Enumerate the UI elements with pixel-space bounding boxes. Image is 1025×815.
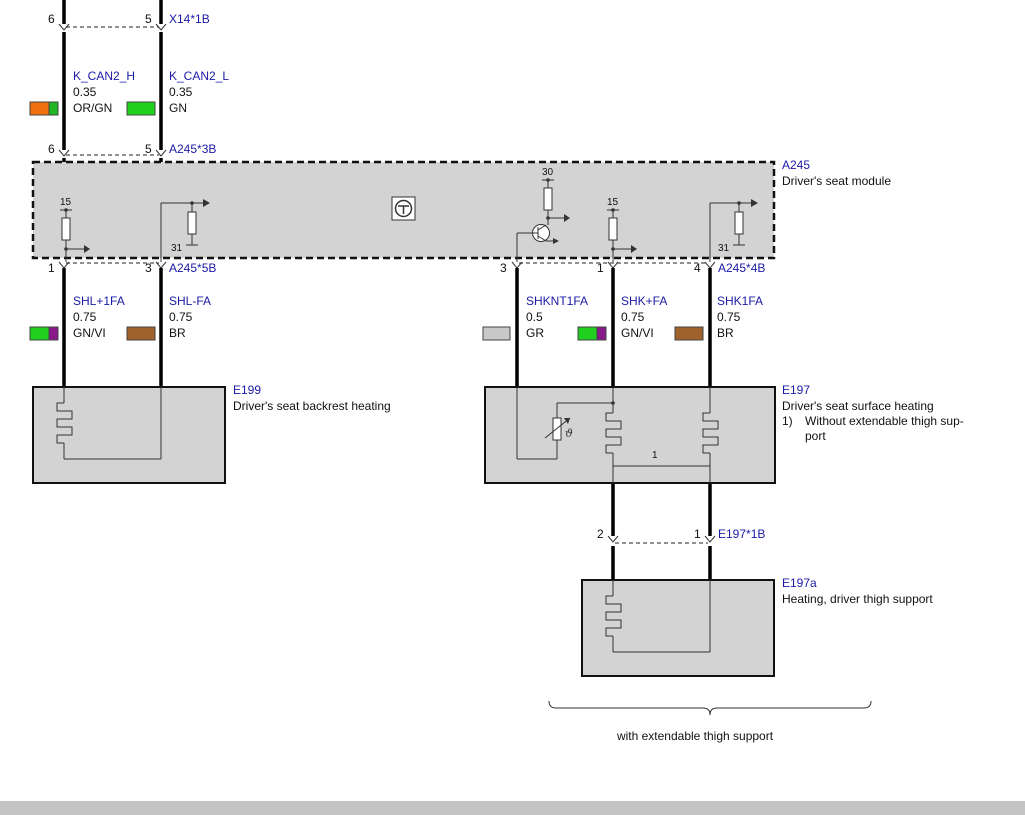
shk-plus-wire-name[interactable]: SHK+FA [621, 294, 667, 308]
a245-3b-pin-5: 5 [145, 142, 152, 156]
can-h-wire-name[interactable]: K_CAN2_H [73, 69, 135, 83]
e197a-heating-element [605, 580, 711, 653]
a245-3b-pin-6: 6 [48, 142, 55, 156]
or-gn-swatch [29, 101, 59, 116]
right-supply-resistor [607, 208, 637, 262]
e197a-component-desc: Heating, driver thigh support [782, 592, 933, 606]
can-l-wire-size: 0.35 [169, 85, 193, 99]
can-l-wire-name[interactable]: K_CAN2_L [169, 69, 229, 83]
v30-label: 30 [542, 167, 554, 178]
x14-connector-label[interactable]: X14*1B [169, 12, 210, 26]
shknt-wire-color: GR [526, 326, 544, 340]
a245-5b-pin-1: 1 [48, 261, 55, 275]
a245-4b-pin-4: 4 [694, 261, 701, 275]
e197-component-box[interactable] [484, 386, 776, 484]
e197a-component-id[interactable]: E197a [782, 576, 817, 590]
x14-pin-5: 5 [145, 12, 152, 26]
thigh-support-wires [607, 484, 716, 579]
left-ground-resistor [160, 199, 210, 262]
shknt-wire-name[interactable]: SHKNT1FA [526, 294, 588, 308]
a245-component-id[interactable]: A245 [782, 158, 810, 172]
shk1-wire-name[interactable]: SHK1FA [717, 294, 763, 308]
e197-component-desc: Driver's seat surface heating [782, 399, 934, 413]
e197-component-id[interactable]: E197 [782, 383, 810, 397]
shk-plus-wire-size: 0.75 [621, 310, 645, 324]
can-h-wire-size: 0.35 [73, 85, 97, 99]
shknt-wire-size: 0.5 [526, 310, 543, 324]
shk-plus-wire-color: GN/VI [621, 326, 654, 340]
a245-3b-connector-label[interactable]: A245*3B [169, 142, 216, 156]
transistor-circuit [516, 178, 570, 262]
e197-note-line2: port [805, 429, 826, 443]
brace-label: with extendable thigh support [616, 729, 774, 743]
bottom-scrollbar[interactable] [0, 801, 1025, 815]
e197-internals [516, 387, 719, 483]
gn-vi-swatch-right [577, 326, 607, 341]
shl-fa-wire-name[interactable]: SHL-FA [169, 294, 211, 308]
e197-1b-pin-1: 1 [694, 527, 701, 541]
right-31-label: 31 [718, 243, 730, 254]
right-15-label: 15 [607, 197, 619, 208]
shk1-wire-size: 0.75 [717, 310, 741, 324]
module-lower-connectors [58, 261, 716, 386]
a245-4b-connector-label[interactable]: A245*4B [718, 261, 765, 275]
right-ground-resistor [709, 199, 758, 262]
a245-5b-connector-label[interactable]: A245*5B [169, 261, 216, 275]
shl-plus-wire-color: GN/VI [73, 326, 106, 340]
can-l-wire-color: GN [169, 101, 187, 115]
a245-4b-pin-3: 3 [500, 261, 507, 275]
e197-1b-connector-label[interactable]: E197*1B [718, 527, 765, 541]
gn-swatch [126, 101, 156, 116]
e197-note-line1: Without extendable thigh sup- [805, 414, 964, 428]
e197-note-number: 1) [782, 414, 793, 428]
shl-plus-wire-size: 0.75 [73, 310, 97, 324]
thigh-support-brace [548, 700, 872, 716]
br-swatch-right [674, 326, 704, 341]
a245-component-desc: Driver's seat module [782, 174, 891, 188]
gr-swatch [482, 326, 511, 341]
left-31-label: 31 [171, 243, 183, 254]
e197-footnote-ref: 1 [652, 450, 658, 461]
br-swatch-left [126, 326, 156, 341]
x14-pin-6: 6 [48, 12, 55, 26]
e197-1b-pin-2: 2 [597, 527, 604, 541]
gn-vi-swatch-left [29, 326, 59, 341]
e199-component-desc: Driver's seat backrest heating [233, 399, 391, 413]
theta-symbol: ϑ [565, 427, 573, 440]
shk1-wire-color: BR [717, 326, 734, 340]
left-15-label: 15 [60, 197, 72, 208]
a245-5b-pin-3: 3 [145, 261, 152, 275]
e199-component-id[interactable]: E199 [233, 383, 261, 397]
can-bus-wires [58, 0, 167, 162]
e199-heating-element [56, 387, 162, 460]
shl-fa-wire-color: BR [169, 326, 186, 340]
can-controller-icon [391, 196, 416, 221]
shl-plus-wire-name[interactable]: SHL+1FA [73, 294, 125, 308]
shl-fa-wire-size: 0.75 [169, 310, 193, 324]
a245-4b-pin-1: 1 [597, 261, 604, 275]
left-supply-resistor [60, 208, 90, 262]
can-h-wire-color: OR/GN [73, 101, 112, 115]
